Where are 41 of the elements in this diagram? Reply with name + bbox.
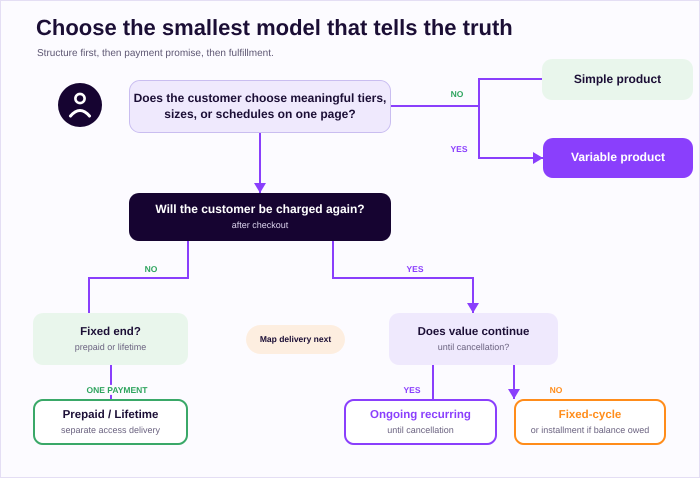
edge-label: YES — [402, 384, 422, 396]
box-heading: Fixed-cycle — [558, 408, 622, 423]
box-subtext: until cancellation? — [438, 342, 510, 354]
outcome-box — [514, 399, 666, 445]
note-pill — [246, 325, 345, 354]
outcome-box — [542, 59, 693, 100]
box-heading: Fixed end? — [80, 324, 141, 340]
edge-label: NO — [142, 264, 160, 274]
connector-arrow — [254, 133, 266, 193]
connector-line — [432, 365, 434, 399]
box-subtext: or installment if balance owed — [530, 424, 650, 436]
edge-label: NO — [448, 88, 466, 100]
outcome-box — [543, 138, 693, 178]
edge-label: NO — [548, 384, 564, 396]
box-heading: Does the customer choose meaningful tiers, sizes, or schedules on one page? — [132, 90, 388, 122]
outcome-box — [33, 399, 188, 445]
box-heading: Map delivery next — [260, 334, 332, 346]
connector-arrow — [391, 105, 543, 164]
edge-label: ONE PAYMENT — [84, 384, 150, 396]
diagram-title: Choose the smallest model that tells the truth — [36, 15, 513, 41]
diagram-subtitle: Structure first, then payment promise, then fulfillment. — [37, 48, 274, 59]
decision-box — [129, 193, 391, 241]
edge-label: YES — [448, 144, 470, 154]
box-subtext: after checkout — [232, 220, 288, 232]
box-subtext: separate access delivery — [60, 424, 160, 436]
box-subtext: until cancellation — [387, 424, 454, 436]
decision-box — [129, 80, 391, 133]
decision-box — [389, 313, 558, 365]
decision-box — [33, 313, 188, 365]
connector-line — [88, 241, 189, 313]
box-heading: Will the customer be charged again? — [155, 202, 365, 218]
outcome-box — [344, 399, 497, 445]
box-subtext: prepaid or lifetime — [74, 342, 146, 354]
box-heading: Prepaid / Lifetime — [62, 408, 158, 423]
box-heading: Does value continue — [418, 324, 530, 340]
connector-arrow — [332, 241, 479, 313]
connector-arrow — [508, 365, 520, 399]
box-heading: Simple product — [574, 72, 662, 88]
edge-label: YES — [404, 264, 426, 274]
box-heading: Variable product — [570, 150, 666, 166]
box-heading: Ongoing recurring — [370, 408, 471, 423]
